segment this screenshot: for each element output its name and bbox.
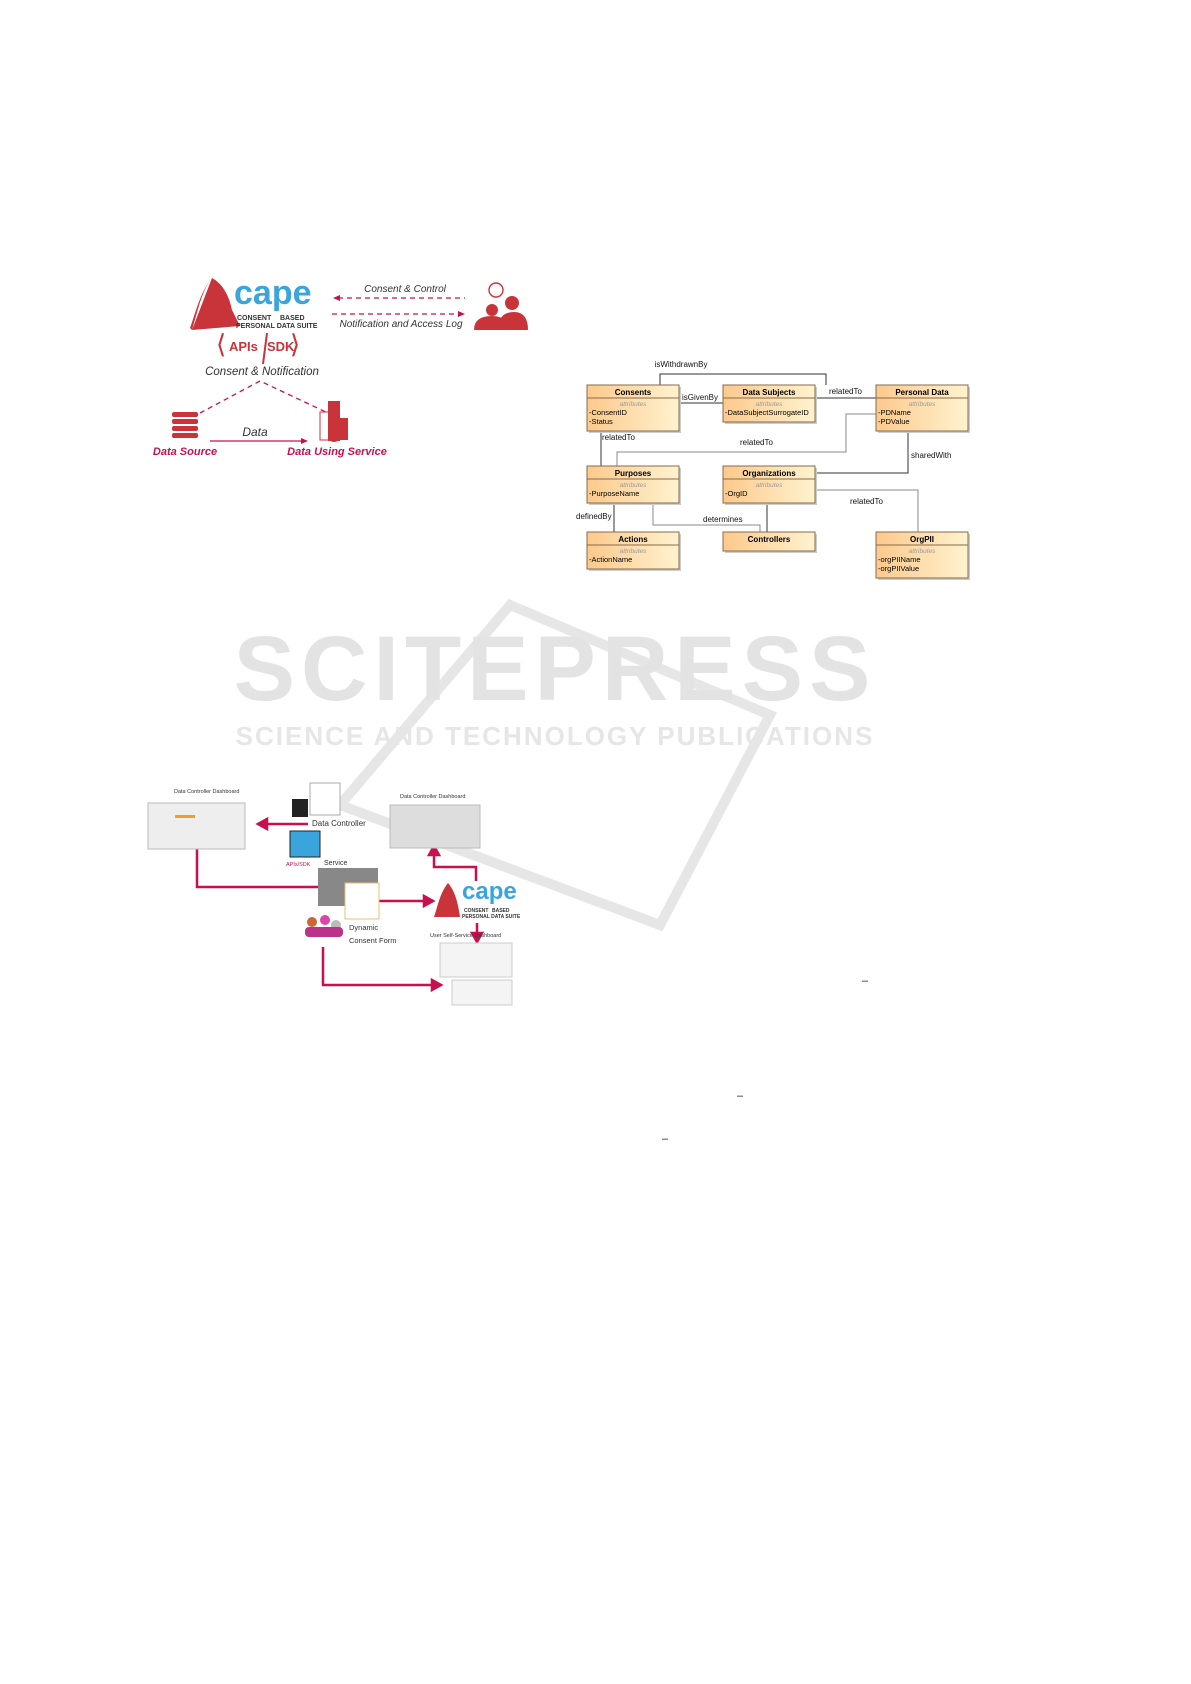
- class-name: Purposes: [615, 469, 652, 478]
- logo-line2: PERSONAL DATA SUITE: [462, 914, 521, 920]
- user-dashboard-label: User Self-Service Dashboard: [430, 933, 501, 939]
- uml-class-data-subjects: Data Subjects attributes-DataSubjectSurro…: [722, 384, 817, 424]
- uml-class-diagram: isWithdrawnBy isGivenBy relatedTo relate…: [576, 360, 970, 580]
- dcd-right-label: Data Controller Dashboard: [400, 794, 465, 800]
- logo-line1a: CONSENT: [464, 908, 488, 914]
- apis-sdk-label: APIs/SDK: [286, 862, 311, 868]
- service-label: Service: [324, 860, 347, 867]
- attributes-label: attributes: [909, 548, 936, 555]
- relation-label: isWithdrawnBy: [655, 360, 708, 369]
- data-label: Data: [242, 425, 268, 439]
- sciteress-watermark: SCITEPRESS SCIENCE AND TECHNOLOGY PUBLIC…: [234, 598, 877, 932]
- uml-class-consents: Consents attributes-ConsentID-Status: [586, 384, 681, 433]
- dash-mark: –: [737, 1090, 744, 1102]
- class-attribute: -Status: [589, 417, 613, 426]
- cape-logo-text: cape: [462, 878, 517, 905]
- relation-label: sharedWith: [911, 451, 951, 460]
- sdk-label: SDK: [267, 339, 295, 354]
- attributes-label: attributes: [620, 482, 647, 489]
- document-icon: [292, 782, 341, 817]
- class-attribute: -PurposeName: [589, 489, 639, 498]
- logo-line2: PERSONAL DATA SUITE: [236, 323, 318, 330]
- uml-class-orgpii: OrgPII attributes-orgPIIName-orgPIIValue: [875, 531, 970, 580]
- dashboard-screenshot-left: [147, 802, 246, 850]
- dash-mark: –: [662, 1133, 669, 1145]
- people-icon: [305, 915, 343, 937]
- user-dashboard-screenshot: [439, 942, 513, 978]
- bracket-left-icon: ⟨: [216, 329, 226, 359]
- class-name: Organizations: [742, 469, 796, 478]
- dashboard-screenshot-right: [389, 804, 481, 849]
- attributes-label: attributes: [756, 482, 783, 489]
- class-name: OrgPII: [910, 535, 934, 544]
- class-name: Controllers: [748, 535, 791, 544]
- consent-flow-figure: Data Controller Dashboard Data Controlle…: [147, 782, 521, 1006]
- consent-form-label: Consent Form: [349, 936, 397, 945]
- class-attribute: -orgPIIName: [878, 555, 921, 564]
- class-attribute: -OrgID: [725, 489, 748, 498]
- consent-form-screenshot: [344, 882, 380, 920]
- attributes-label: attributes: [756, 401, 783, 408]
- logo-line1b: BASED: [280, 315, 305, 322]
- logo-line1a: CONSENT: [237, 315, 272, 322]
- class-name: Consents: [615, 388, 652, 397]
- class-attribute: -orgPIIValue: [878, 564, 919, 573]
- relation-label: isGivenBy: [682, 393, 718, 402]
- class-attribute: -DataSubjectSurrogateID: [725, 408, 809, 417]
- buildings-gear-icon: [319, 401, 348, 442]
- logo-line1b: BASED: [492, 908, 510, 914]
- uml-class-organizations: Organizations attributes -OrgID: [722, 465, 817, 505]
- class-attribute: -PDValue: [878, 417, 910, 426]
- hood-logo-icon: [190, 278, 240, 330]
- class-attribute: -ActionName: [589, 555, 632, 564]
- class-name: Data Subjects: [743, 388, 796, 397]
- relation-label: relatedTo: [740, 438, 773, 447]
- apis-label: APIs: [229, 339, 258, 354]
- dcd-left-label: Data Controller Dashboard: [174, 789, 239, 795]
- relation-label: determines: [703, 515, 743, 524]
- cape-logo-text: cape: [234, 274, 312, 312]
- class-attribute: -PDName: [878, 408, 911, 417]
- data-controller-label: Data Controller: [312, 819, 366, 828]
- relation-label: relatedTo: [850, 497, 883, 506]
- hood-logo-icon: [434, 883, 460, 917]
- notification-log-label: Notification and Access Log: [339, 319, 462, 330]
- class-name: Actions: [618, 535, 648, 544]
- watermark-subtitle: SCIENCE AND TECHNOLOGY PUBLICATIONS: [236, 721, 875, 751]
- class-name: Personal Data: [895, 388, 949, 397]
- consent-notification-label: Consent & Notification: [205, 366, 319, 378]
- attributes-label: attributes: [620, 401, 647, 408]
- data-using-service-label: Data Using Service: [287, 446, 387, 458]
- cape-architecture-figure: cape CONSENT BASED PERSONAL DATA SUITE C…: [153, 274, 528, 458]
- uml-class-personal-data: Personal Data attributes-PDName-PDValue: [875, 384, 970, 433]
- uml-class-actions: Actions attributes-ActionName: [586, 531, 681, 571]
- service-device-icon: [289, 830, 321, 858]
- bracket-right-icon: ⟩: [290, 329, 300, 359]
- class-attribute: -ConsentID: [589, 408, 628, 417]
- relation-label: relatedTo: [602, 433, 635, 442]
- watermark-title: SCITEPRESS: [234, 618, 877, 720]
- database-server-icon: [172, 412, 198, 438]
- uml-class-controllers: Controllers: [722, 531, 817, 553]
- consent-control-label: Consent & Control: [364, 284, 446, 295]
- users-icon: [474, 282, 528, 330]
- dynamic-label: Dynamic: [349, 923, 378, 932]
- relation-label: relatedTo: [829, 387, 862, 396]
- data-source-label: Data Source: [153, 446, 217, 458]
- attributes-label: attributes: [620, 548, 647, 555]
- uml-class-purposes: Purposes attributes-PurposeName: [586, 465, 681, 505]
- relation-label: definedBy: [576, 512, 612, 521]
- dash-mark: –: [862, 975, 869, 987]
- attributes-label: attributes: [909, 401, 936, 408]
